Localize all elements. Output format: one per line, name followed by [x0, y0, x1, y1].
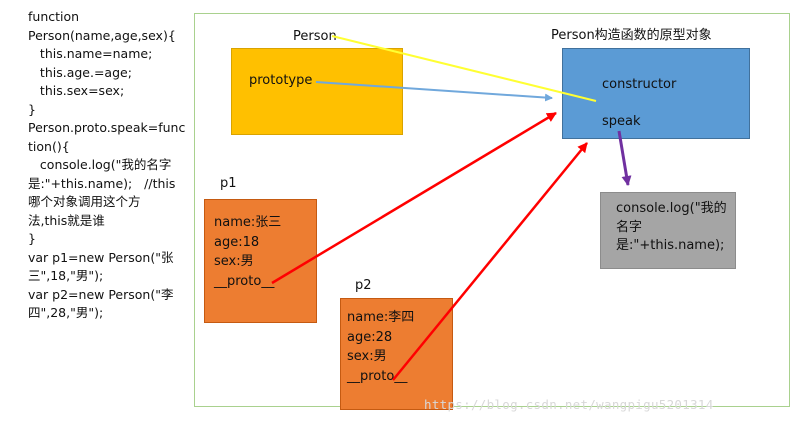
prototype-object-title: Person构造函数的原型对象 [551, 28, 712, 43]
code-line: Person.proto.speak=func [28, 120, 186, 135]
watermark: https://blog.csdn.net/wangpigu5201314 [424, 397, 714, 412]
console-log-text: console.log("我的名字是:"+this.name); [616, 201, 727, 253]
person-constructor-box [231, 48, 403, 135]
code-line: var p1=new Person("张 [28, 249, 174, 265]
code-line: 三",18,"男"); [28, 268, 104, 283]
person-title: Person [293, 29, 337, 44]
code-line: 哪个对象调用这个方 [28, 194, 141, 209]
diagram-frame [194, 13, 790, 407]
p1-proto-arrow [271, 111, 557, 285]
p2-proto: __proto__ [347, 368, 408, 384]
code-line: this.name=name; [28, 46, 153, 61]
p2-instance-box [340, 298, 453, 410]
console-log-box [600, 192, 736, 269]
code-line: tion(){ [28, 138, 70, 154]
p1-instance-box [204, 199, 317, 323]
p2-fields: name:李四 age:28 sex:男 __proto__ [347, 308, 414, 386]
constructor-arrow [331, 35, 597, 102]
code-line: 四",28,"男"); [28, 305, 104, 320]
code-line: var p2=new Person("李 [28, 286, 174, 302]
code-line: } [28, 101, 36, 117]
p1-title: p1 [220, 176, 237, 191]
code-line: 是:"+this.name); //this [28, 175, 176, 191]
prototype-arrow [315, 81, 553, 102]
p2-title: p2 [355, 278, 372, 293]
code-line: 法,this就是谁 [28, 212, 105, 228]
code-line: function [28, 9, 80, 24]
code-line: console.log("我的名字 [28, 157, 172, 172]
p2-proto-arrow [392, 142, 588, 381]
p1-name: name:张三 [214, 215, 282, 230]
prototype-object-box [562, 48, 750, 139]
code-line: } [28, 231, 36, 246]
p1-age: age:18 [214, 234, 260, 250]
p2-sex: sex:男 [347, 349, 387, 364]
code-line: this.age.=age; [28, 64, 132, 80]
constructor-label: constructor [602, 77, 677, 92]
p1-sex: sex:男 [214, 254, 254, 269]
p1-fields: name:张三 age:18 sex:男 __proto__ [214, 213, 281, 291]
speak-arrow [617, 130, 632, 186]
p2-age: age:28 [347, 329, 393, 345]
code-line: Person(name,age,sex){ [28, 27, 176, 43]
prototype-label: prototype [249, 73, 313, 88]
speak-label: speak [602, 114, 641, 129]
p1-proto: __proto__ [214, 273, 275, 289]
p2-name: name:李四 [347, 310, 415, 325]
code-line: this.sex=sex; [28, 83, 125, 98]
